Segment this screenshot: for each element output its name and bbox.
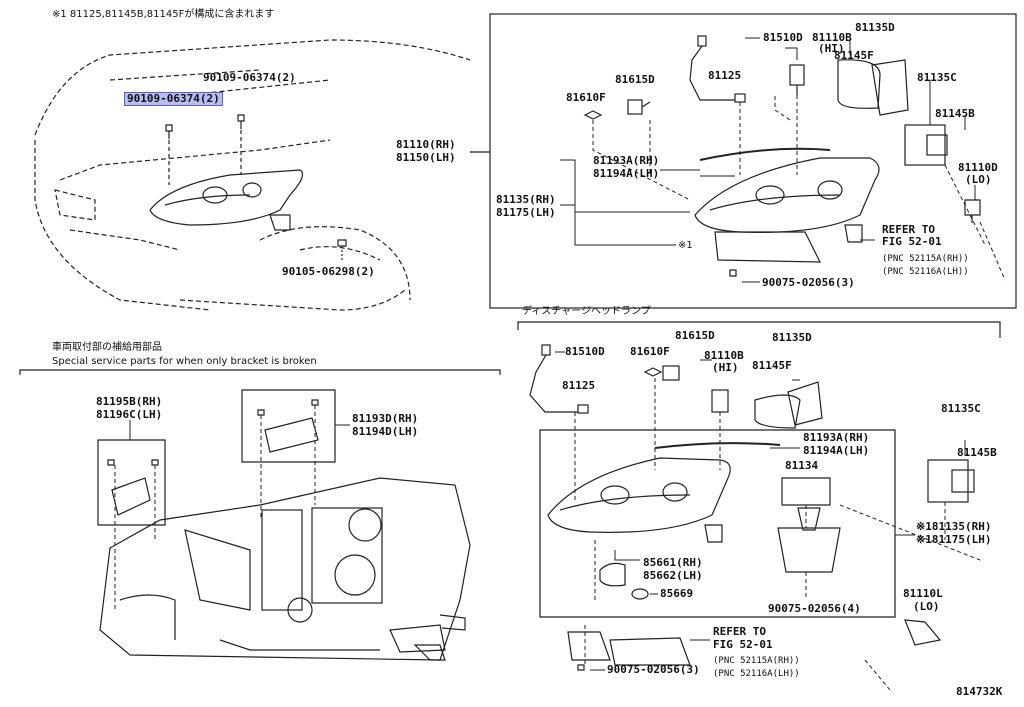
part-label-81135c-b[interactable]: 81135C (941, 402, 981, 415)
part-label-81110b-hi: (HI) (818, 42, 845, 55)
part-label-90075-4[interactable]: 90075-02056(4) (768, 602, 861, 615)
overview-bolts (165, 114, 347, 262)
discharge-dashes (574, 378, 981, 691)
part-label-81110b-b[interactable]: 81110B (704, 349, 744, 362)
pnc-rh-b: (PNC 52115A(RH)) (713, 656, 800, 666)
part-label-81135-b[interactable]: ※181135(RH) (916, 520, 992, 533)
part-label-81110d-lo: (LO) (965, 173, 992, 186)
part-label-81615d-b[interactable]: 81615D (675, 329, 715, 342)
top-leaders (560, 37, 976, 283)
part-label-90075-3[interactable]: 90075-02056(3) (762, 276, 855, 289)
part-label-85661[interactable]: 85661(RH) (643, 556, 703, 569)
refer-fig-link[interactable]: FIG 52-01 (882, 235, 942, 248)
part-label-81194a[interactable]: 81194A(LH) (593, 167, 660, 180)
note-mark-1: ※1 (678, 240, 693, 251)
refer-to-label: REFER TO (882, 223, 935, 236)
bracket-leaders (129, 420, 350, 440)
discharge-leaders (555, 351, 966, 671)
part-label-81125-b[interactable]: 81125 (562, 379, 596, 392)
refer-fig-link-b[interactable]: FIG 52-01 (713, 638, 773, 651)
bracket-title-en: Special service parts for when only brac… (52, 356, 317, 367)
part-label-81135c[interactable]: 81135C (917, 71, 957, 84)
part-label-81110b-hi-b: (HI) (712, 361, 739, 374)
part-label-81193a[interactable]: 81193A(RH) (593, 154, 660, 167)
part-label-85669[interactable]: 85669 (660, 587, 694, 600)
pnc-lh-b: (PNC 52116A(LH)) (713, 669, 800, 679)
discharge-panel-frame (517, 321, 1001, 618)
pnc-lh: (PNC 52116A(LH)) (882, 267, 969, 277)
part-label-90109[interactable]: 90109-06374(2) (203, 71, 296, 84)
bracket-parts (107, 399, 319, 516)
part-label-81145f[interactable]: 81145F (834, 49, 874, 62)
top-headlamp (694, 147, 880, 263)
part-label-81145b-b[interactable]: 81145B (957, 446, 997, 459)
part-label-81125[interactable]: 81125 (708, 69, 742, 82)
part-label-81110[interactable]: 81110(RH) (396, 138, 456, 151)
part-label-81610f-b[interactable]: 81610F (630, 345, 670, 358)
note-component-composition: ※1 81125,81145B,81145Fが構成に含まれます (52, 9, 275, 20)
part-label-81196c[interactable]: 81196C(LH) (96, 408, 163, 421)
part-label-81135[interactable]: 81135(RH) (496, 193, 556, 206)
bracket-title-ja: 車両取付部の補給用部品 (52, 342, 162, 353)
part-label-81150[interactable]: 81150(LH) (396, 151, 456, 164)
part-label-90075-3-b[interactable]: 90075-02056(3) (607, 663, 700, 676)
overview-headlamp (149, 169, 303, 231)
part-label-81110d[interactable]: 81110D (958, 161, 998, 174)
refer-to-label-b: REFER TO (713, 625, 766, 638)
part-label-81193a-b[interactable]: 81193A(RH) (803, 431, 870, 444)
bracket-panel-frame (19, 369, 501, 526)
part-label-81193d[interactable]: 81193D(RH) (352, 412, 419, 425)
part-label-90105[interactable]: 90105-06298(2) (282, 265, 375, 278)
part-label-81175[interactable]: 81175(LH) (496, 206, 556, 219)
part-label-81110b[interactable]: 81110B (812, 31, 852, 44)
part-label-81194a-b[interactable]: 81194A(LH) (803, 444, 870, 457)
discharge-title: ディスチャージヘッドランプ (522, 306, 651, 317)
part-label-85662[interactable]: 85662(LH) (643, 569, 703, 582)
part-label-81135d[interactable]: 81135D (855, 21, 895, 34)
part-label-81195b[interactable]: 81195B(RH) (96, 395, 163, 408)
top-bulbs (583, 35, 981, 277)
part-label-81510d-b[interactable]: 81510D (565, 345, 605, 358)
part-label-81110l[interactable]: 81110L (903, 587, 943, 600)
part-label-81615d[interactable]: 81615D (615, 73, 655, 86)
part-label-81110l-lo: (LO) (913, 600, 940, 613)
part-label-81135d-b[interactable]: 81135D (772, 331, 812, 344)
car-body-outline (34, 39, 471, 311)
part-label-81194d[interactable]: 81194D(LH) (352, 425, 419, 438)
part-label-81610f[interactable]: 81610F (566, 91, 606, 104)
figure-id: 814732K (956, 685, 1003, 698)
part-label-81510d[interactable]: 81510D (763, 31, 803, 44)
rear-headlamp (99, 477, 471, 661)
discharge-headlamp (547, 442, 781, 543)
part-label-81175-b[interactable]: ※181175(LH) (916, 533, 992, 546)
part-label-81145f-b[interactable]: 81145F (752, 359, 792, 372)
pnc-rh: (PNC 52115A(RH)) (882, 254, 969, 264)
top-dashes (592, 95, 1006, 281)
part-label-81134[interactable]: 81134 (785, 459, 819, 472)
part-label-90109-highlighted[interactable]: 90109-06374(2) (124, 92, 223, 106)
bracket-dashes (114, 405, 316, 610)
part-label-81145b[interactable]: 81145B (935, 107, 975, 120)
discharge-parts (529, 344, 975, 671)
top-panel-frame (470, 13, 1017, 309)
